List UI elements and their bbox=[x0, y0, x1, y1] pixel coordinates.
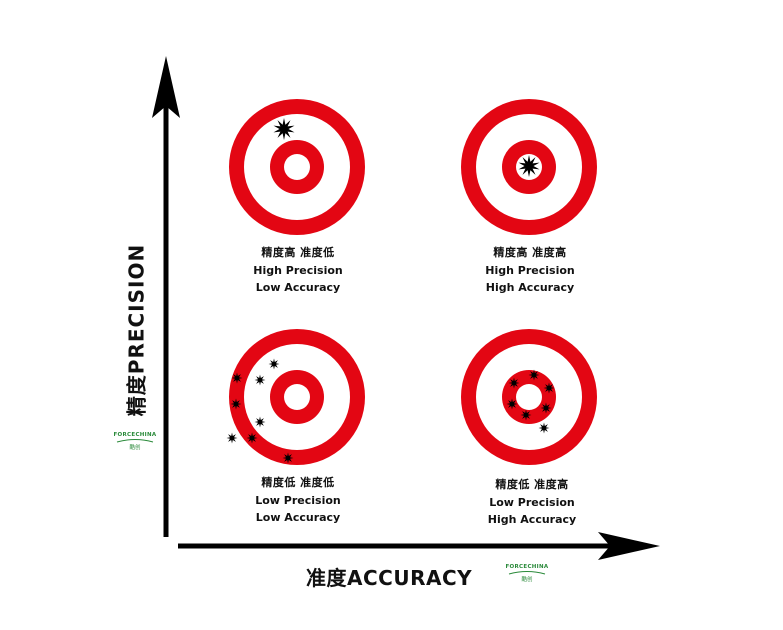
brand-logo-bottom-sub: 酷创 bbox=[521, 577, 533, 583]
hit-mark-bottom-right-13 bbox=[540, 402, 552, 414]
caption-top-right-line1: High Precision bbox=[485, 263, 575, 277]
brand-logo-bottom-text: FORCECHINA bbox=[505, 564, 549, 570]
caption-bottom-left: 精度低 准度低 Low Precision Low Accuracy bbox=[198, 474, 398, 527]
hit-mark-bottom-right-14 bbox=[506, 398, 518, 410]
y-axis-arrowhead bbox=[152, 56, 180, 118]
target-top-left bbox=[229, 99, 365, 235]
caption-top-right-zh: 精度高 准度高 bbox=[493, 246, 567, 259]
caption-top-left-line1: High Precision bbox=[253, 263, 343, 277]
caption-bottom-right-line1: Low Precision bbox=[489, 495, 575, 509]
brand-logo-left-swoosh bbox=[116, 439, 154, 443]
caption-bottom-right-zh: 精度低 准度高 bbox=[495, 478, 569, 491]
target-top-left-center-white bbox=[284, 154, 310, 180]
caption-top-left: 精度高 准度低 High Precision Low Accuracy bbox=[198, 244, 398, 297]
hit-mark-bottom-right-11 bbox=[528, 369, 540, 381]
hit-mark-top-left-0 bbox=[273, 118, 295, 140]
caption-bottom-left-zh: 精度低 准度低 bbox=[261, 476, 335, 489]
target-bottom-right bbox=[461, 329, 597, 465]
target-bottom-left bbox=[229, 329, 365, 465]
brand-logo-left: FORCECHINA 酷创 bbox=[110, 432, 160, 451]
y-axis-label: 精度PRECISION bbox=[124, 243, 149, 417]
hit-mark-bottom-right-16 bbox=[538, 422, 550, 434]
caption-bottom-right-line2: High Accuracy bbox=[487, 513, 577, 526]
x-axis-arrowhead bbox=[598, 532, 660, 560]
hit-mark-bottom-right-12 bbox=[543, 382, 555, 394]
hit-mark-bottom-right-10 bbox=[508, 377, 520, 389]
target-bottom-left-center-white bbox=[284, 384, 310, 410]
hit-mark-top-right-1 bbox=[518, 155, 540, 177]
target-bottom-right-center-white bbox=[516, 384, 542, 410]
hit-mark-bottom-left-3 bbox=[268, 358, 280, 370]
brand-logo-left-text: FORCECHINA bbox=[113, 432, 157, 438]
caption-bottom-left-line1: Low Precision bbox=[255, 493, 341, 507]
brand-logo-bottom-swoosh bbox=[508, 571, 546, 575]
caption-bottom-left-line2: Low Accuracy bbox=[255, 511, 341, 524]
hit-mark-bottom-left-8 bbox=[226, 432, 238, 444]
caption-bottom-right: 精度低 准度高 Low Precision High Accuracy bbox=[432, 476, 632, 529]
caption-top-right: 精度高 准度高 High Precision High Accuracy bbox=[430, 244, 630, 297]
hit-mark-bottom-left-6 bbox=[254, 416, 266, 428]
hit-mark-bottom-left-5 bbox=[230, 398, 242, 410]
caption-top-left-line2: Low Accuracy bbox=[255, 281, 341, 294]
x-axis-label: 准度ACCURACY bbox=[306, 566, 473, 590]
caption-top-right-line2: High Accuracy bbox=[485, 281, 575, 294]
brand-logo-bottom: FORCECHINA 酷创 bbox=[502, 564, 552, 583]
brand-logo-left-sub: 酷创 bbox=[129, 445, 141, 451]
caption-top-left-zh: 精度高 准度低 bbox=[261, 246, 335, 259]
hit-mark-bottom-left-7 bbox=[246, 432, 258, 444]
hit-mark-bottom-left-2 bbox=[231, 372, 243, 384]
hit-mark-bottom-left-9 bbox=[282, 452, 294, 464]
hit-mark-bottom-left-4 bbox=[254, 374, 266, 386]
hit-mark-bottom-right-15 bbox=[520, 409, 532, 421]
